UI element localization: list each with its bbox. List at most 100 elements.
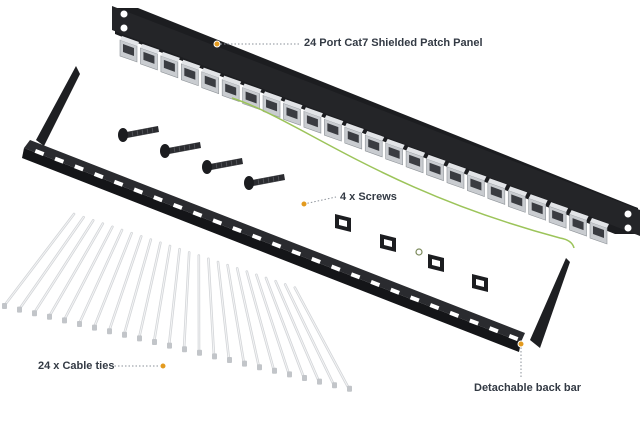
keystone-port xyxy=(548,202,569,229)
back-bar-slot xyxy=(34,149,45,156)
cage-clip xyxy=(335,214,351,232)
keystone-port xyxy=(589,218,609,245)
back-bar-slot xyxy=(54,156,65,164)
keystone-port xyxy=(324,115,344,142)
cable-tie xyxy=(235,267,262,371)
cable-tie xyxy=(107,235,143,335)
cable-tie xyxy=(197,254,202,356)
back-bar-slot xyxy=(409,295,420,303)
keystone-port xyxy=(160,51,180,79)
keystone-port xyxy=(405,146,426,174)
callout-dot-patch-panel xyxy=(213,40,221,48)
keystone-port xyxy=(221,75,242,102)
back-bar-slot xyxy=(429,303,440,311)
keystone-port xyxy=(344,123,364,150)
screws-group xyxy=(118,126,285,190)
back-bar-slots xyxy=(34,149,519,341)
cable-tie xyxy=(226,263,247,367)
back-bar-slot xyxy=(271,241,282,249)
back-bar-right-bracket xyxy=(530,258,570,348)
label-screws: 4 x Screws xyxy=(340,191,397,203)
cable-tie xyxy=(264,276,307,381)
back-bar-slot xyxy=(291,249,302,257)
back-bar-slot xyxy=(390,287,400,295)
cable-tie xyxy=(245,270,277,374)
keystone-port xyxy=(426,154,446,182)
rack-ear-hole-left xyxy=(120,10,128,18)
screw xyxy=(244,174,285,190)
back-bar-slot xyxy=(153,195,163,203)
label-patch-panel: 24 Port Cat7 Shielded Patch Panel xyxy=(304,37,483,49)
back-bar-slot xyxy=(172,202,183,210)
keystone-port xyxy=(446,162,466,190)
cable-tie xyxy=(152,244,172,345)
back-bar-slot xyxy=(330,264,341,272)
cable-tie xyxy=(62,225,114,324)
callout-line-screws xyxy=(303,196,337,205)
cage-clip xyxy=(428,254,444,272)
keystone-port xyxy=(467,170,487,197)
callout-dot-back-bar xyxy=(517,340,525,348)
back-bar-slot xyxy=(133,187,144,195)
callout-dot-screws xyxy=(300,200,308,208)
back-bar-slot xyxy=(488,326,499,334)
cable-tie xyxy=(122,238,153,338)
keystone-port xyxy=(303,107,323,134)
keystone-port xyxy=(262,91,283,118)
back-bar-slot xyxy=(232,226,242,234)
cable-tie xyxy=(167,247,181,349)
back-bar-slot xyxy=(93,172,104,180)
detachable-back-bar xyxy=(22,140,525,352)
cable-tie xyxy=(77,228,124,327)
keystone-ports xyxy=(119,36,609,245)
screw xyxy=(160,142,201,158)
cable-tie xyxy=(274,279,322,385)
back-bar-slot xyxy=(251,233,262,241)
back-bar-slot xyxy=(350,272,361,280)
keystone-port xyxy=(507,186,528,213)
back-bar-slot xyxy=(469,318,479,326)
cable-tie xyxy=(2,212,76,309)
cable-tie xyxy=(182,251,191,353)
keystone-port xyxy=(385,138,405,166)
cable-tie xyxy=(293,286,352,392)
cable-tie xyxy=(47,222,105,320)
ground-wire xyxy=(231,97,575,249)
back-bar-slot xyxy=(212,218,223,226)
cable-tie xyxy=(255,273,292,378)
back-bar-slot xyxy=(370,280,381,288)
label-back-bar: Detachable back bar xyxy=(474,382,581,394)
rack-ear-hole-left-lower xyxy=(120,24,128,32)
keystone-port xyxy=(181,59,201,87)
back-bar-slot xyxy=(113,179,124,187)
keystone-port xyxy=(119,36,139,63)
back-bar-slot xyxy=(508,333,519,341)
cage-clip xyxy=(472,274,488,292)
back-bar-slot xyxy=(449,310,460,318)
callout-dot-cable-ties xyxy=(159,362,167,370)
keystone-port xyxy=(487,178,507,205)
cage-clip xyxy=(380,234,396,252)
back-bar-slot xyxy=(74,164,84,172)
cable-tie xyxy=(283,283,337,389)
cable-tie xyxy=(92,231,133,331)
cable-tie xyxy=(17,215,85,313)
back-bar-left-bracket xyxy=(36,66,80,146)
keystone-port xyxy=(201,67,221,95)
ground-wire-ring xyxy=(415,248,423,256)
cable-tie xyxy=(137,241,162,342)
back-bar-slot xyxy=(192,210,203,218)
rack-ear-hole-right-lower xyxy=(624,224,632,232)
screw xyxy=(118,126,159,142)
screw xyxy=(202,158,243,174)
patch-panel xyxy=(112,6,640,245)
keystone-port xyxy=(140,43,160,71)
keystone-port xyxy=(283,99,303,126)
keystone-port xyxy=(364,130,385,158)
label-cable-ties: 24 x Cable ties xyxy=(38,360,115,372)
cable-tie xyxy=(207,257,217,360)
cable-ties-bundle xyxy=(2,212,352,392)
cage-clips-group xyxy=(335,214,488,292)
